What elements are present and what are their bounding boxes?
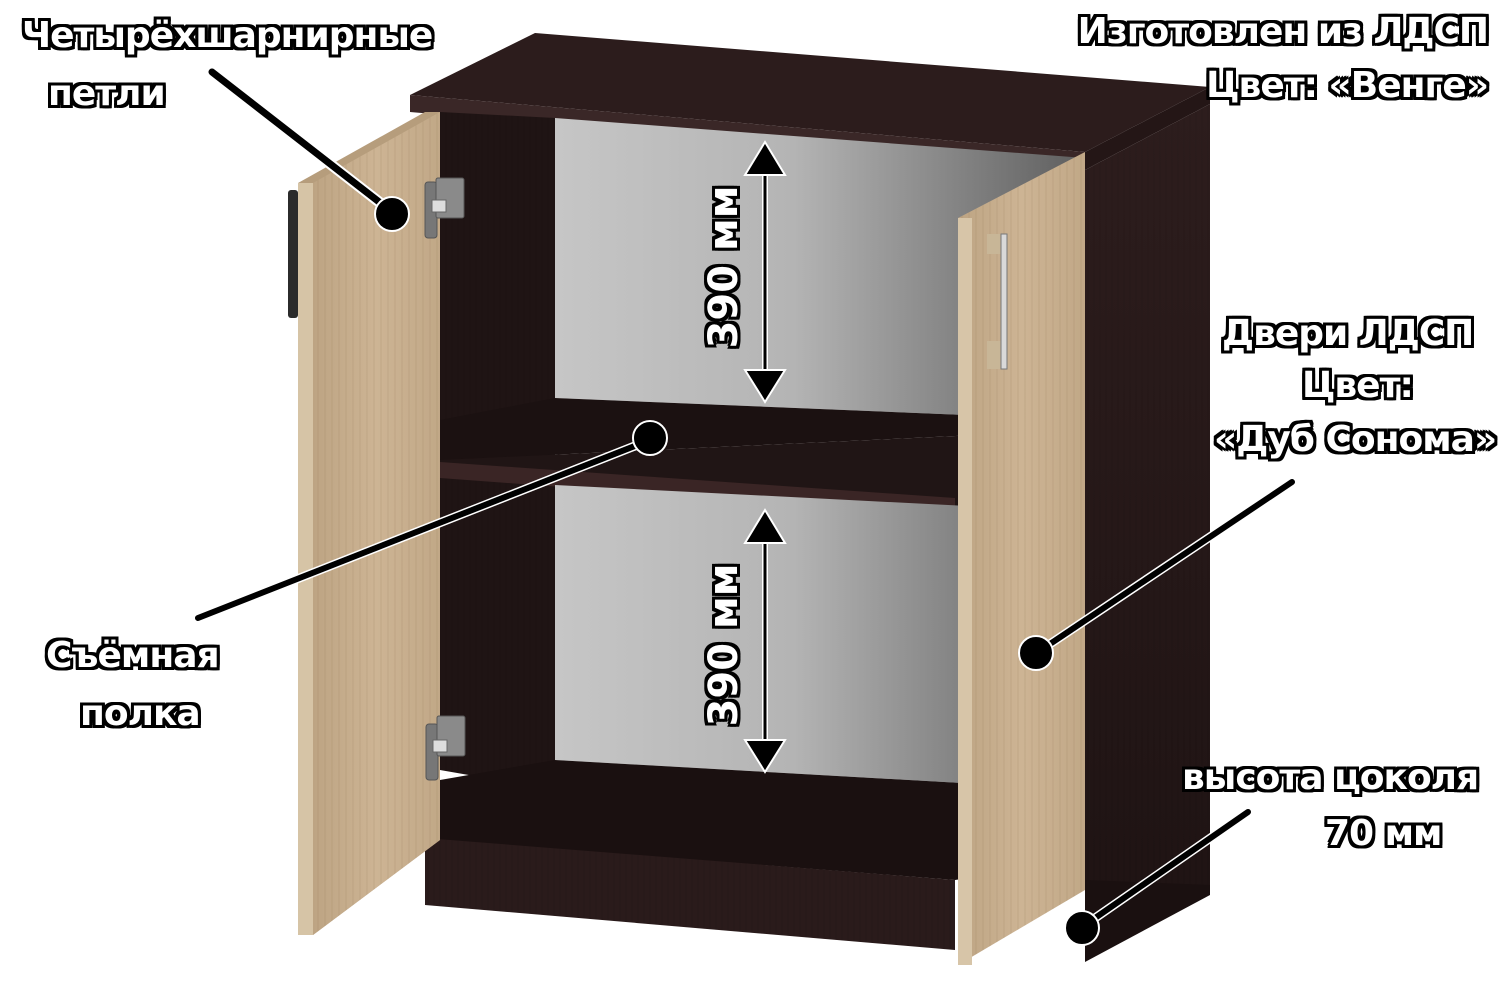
label-shelf-line1: Съёмная — [46, 635, 220, 676]
back-panel-lower — [555, 485, 1085, 790]
dimension-label-upper: 390 мм — [701, 185, 747, 349]
label-hinges-line2: петли — [48, 73, 166, 114]
door-handle-left — [288, 190, 298, 318]
callout-shelf — [193, 420, 668, 623]
label-material-line2: Цвет: «Венге» — [1206, 65, 1489, 106]
label-doors-line1: Двери ЛДСП — [1222, 313, 1474, 354]
back-panel-upper — [555, 118, 1085, 420]
cabinet-bottom — [440, 760, 1085, 880]
door-handle-right — [987, 233, 1008, 370]
dimension-arrow-upper — [743, 140, 787, 404]
label-material-line1: Изготовлен из ЛДСП — [1077, 11, 1489, 52]
right-door — [958, 152, 1085, 965]
label-hinges-line1: Четырёхшарнирные — [22, 15, 433, 56]
dimension-label-lower: 390 мм — [701, 563, 747, 727]
label-doors-line3: «Дуб Сонома» — [1214, 419, 1497, 460]
dimension-arrow-lower — [743, 508, 787, 774]
label-shelf-line2: полка — [80, 693, 201, 734]
hinge-bottom — [425, 715, 466, 781]
label-plinth-line2: 70 мм — [1325, 813, 1442, 854]
callout-hinges — [206, 66, 410, 232]
callout-doors — [1018, 477, 1297, 671]
label-doors-line2: Цвет: — [1302, 365, 1414, 406]
left-door — [288, 112, 440, 935]
callout-plinth — [1064, 807, 1253, 946]
hinge-top — [424, 177, 465, 239]
label-plinth-line1: высота цоколя — [1182, 757, 1479, 798]
